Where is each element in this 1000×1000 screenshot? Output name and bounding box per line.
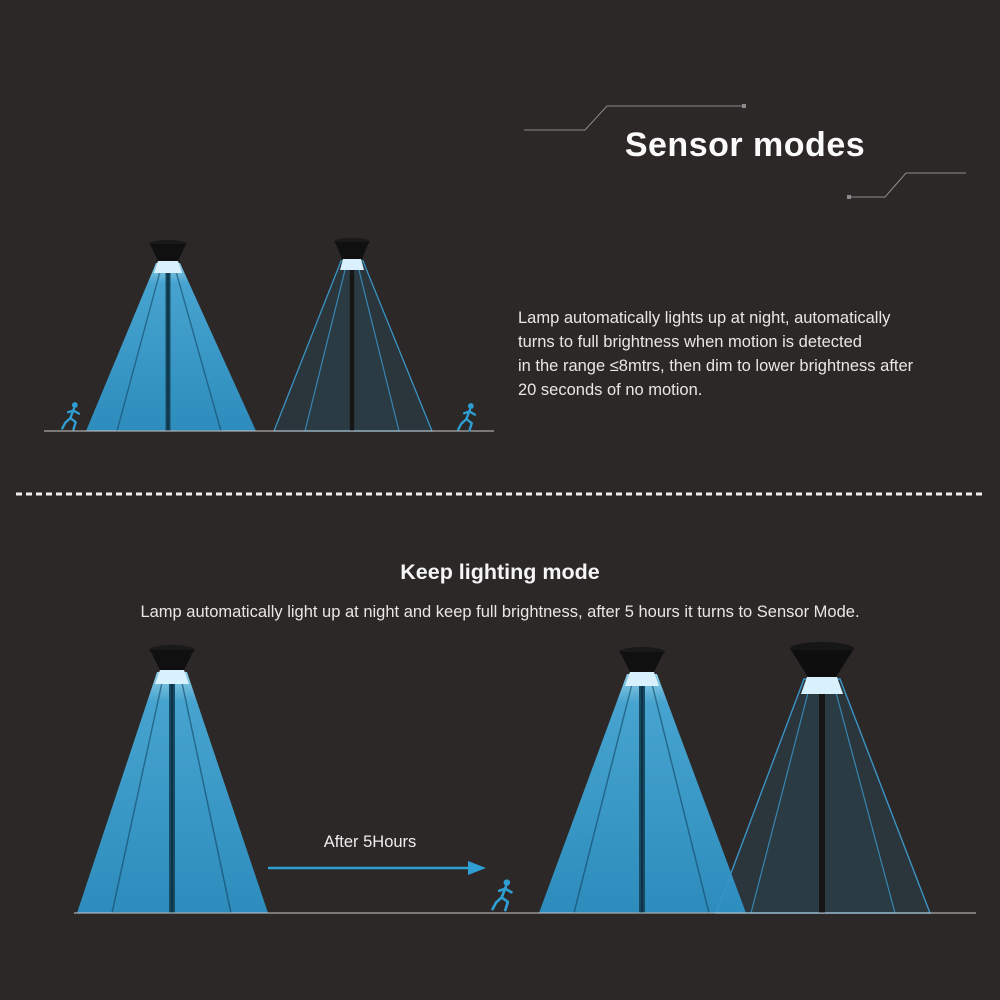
description-line: turns to full brightness when motion is … (518, 333, 862, 351)
keep-lighting-title: Keep lighting mode (400, 560, 600, 584)
lamp-full-brightness-cone-icon (77, 645, 268, 914)
keep-lighting-subtitle: Lamp automatically light up at night and… (140, 603, 860, 621)
decorative-line-bottom (847, 172, 966, 199)
sensor-mode-description: Lamp automatically lights up at night, a… (518, 306, 978, 402)
description-line: Lamp automatically lights up at night, a… (518, 309, 891, 327)
lamp-dim-cone-icon (714, 642, 932, 914)
description-line: 20 seconds of no motion. (518, 381, 703, 399)
description-line: in the range ≤8mtrs, then dim to lower b… (518, 357, 914, 375)
running-person-icon (61, 401, 81, 431)
decorative-line-top (524, 104, 746, 131)
sensor-mode-diagram (44, 238, 494, 432)
after-5hours-label: After 5Hours (323, 833, 417, 851)
running-person-icon (457, 402, 477, 432)
keep-lighting-diagram (74, 642, 976, 914)
running-person-icon (491, 877, 513, 912)
arrow-right-icon (268, 861, 486, 875)
lamp-full-brightness-cone-icon (86, 240, 256, 432)
sensor-modes-title: Sensor modes (624, 126, 866, 164)
lamp-dim-cone-icon (273, 238, 433, 432)
lamp-full-brightness-cone-icon (539, 647, 746, 914)
